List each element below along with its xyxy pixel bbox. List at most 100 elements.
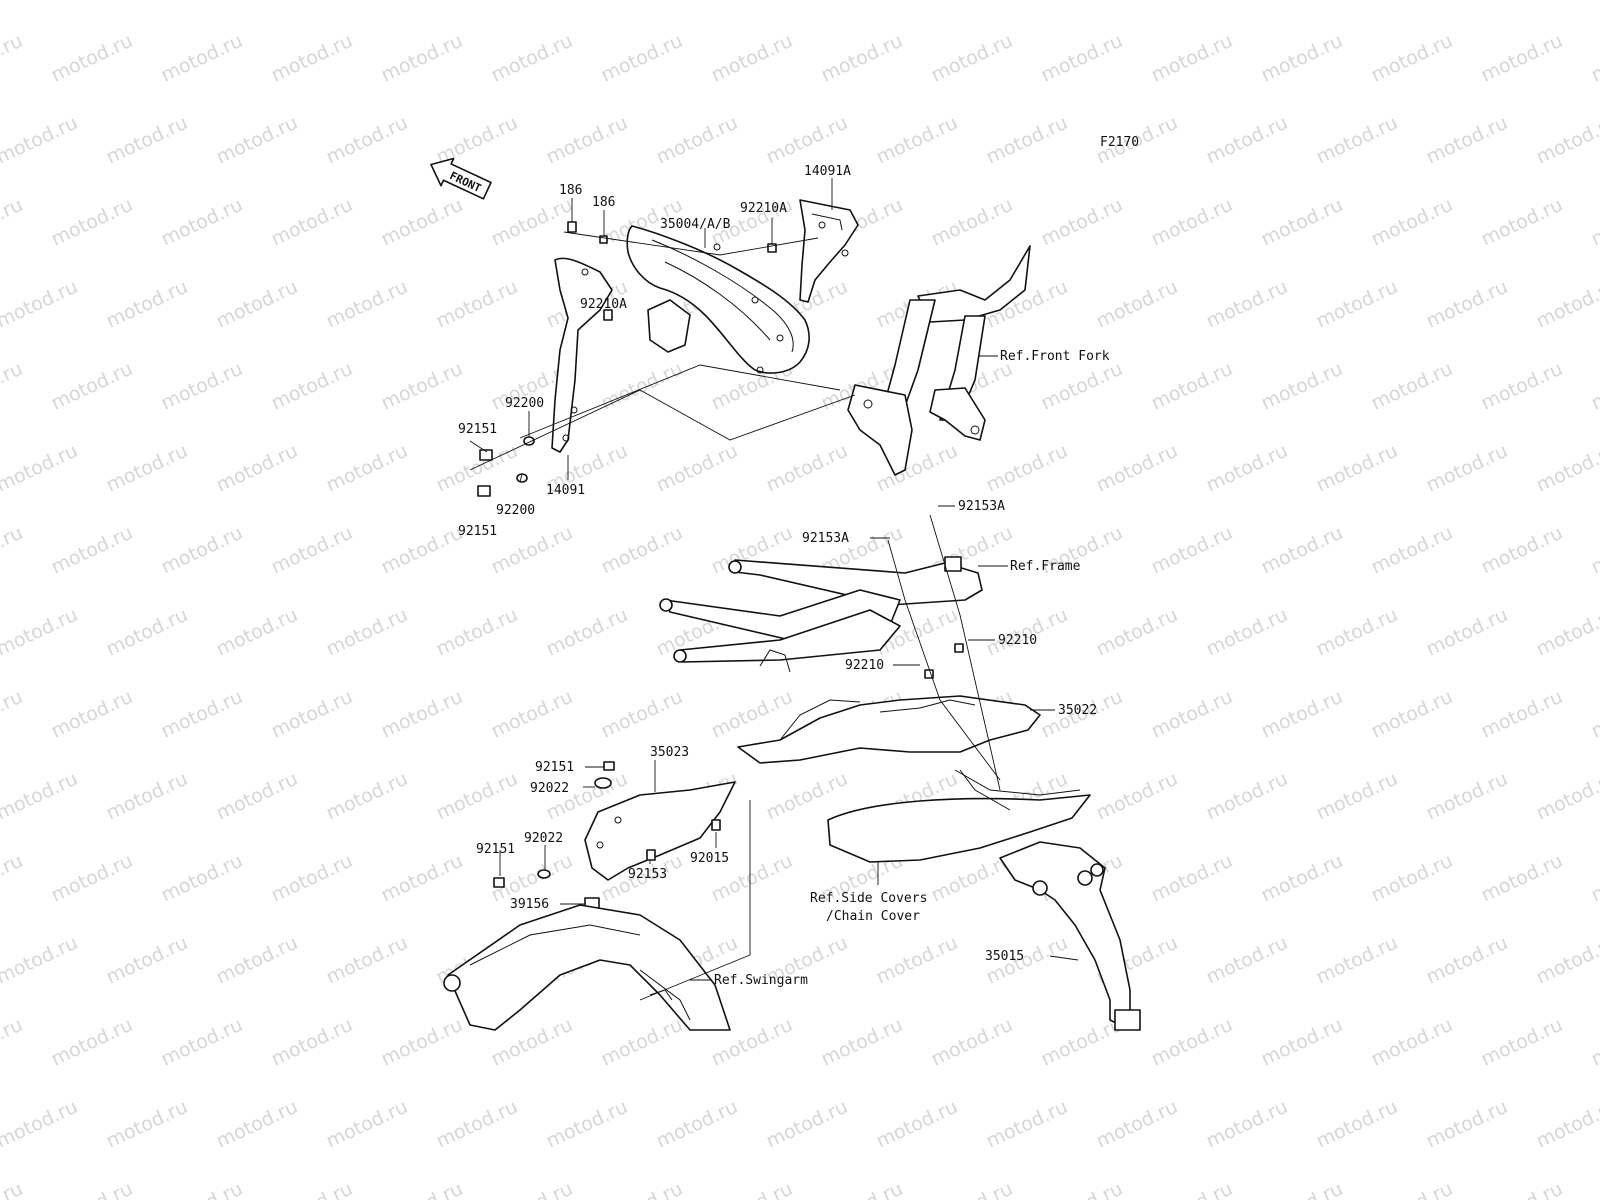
part-labels: 186 186 35004/A/B 92210A 14091A 92210A R… xyxy=(458,164,1110,988)
label-92153A-right: 92153A xyxy=(958,499,1005,514)
watermark-text: motod.ru xyxy=(48,194,136,251)
watermark-text: motod.ru xyxy=(543,0,631,5)
watermark-text: motod.ru xyxy=(0,604,81,661)
label-92022-lower: 92022 xyxy=(524,831,563,846)
tail-cowl xyxy=(827,769,1091,863)
watermark-text: motod.ru xyxy=(1258,358,1346,415)
watermark-text: motod.ru xyxy=(1423,932,1511,989)
watermark-text: motod.ru xyxy=(1368,358,1456,415)
watermark-text: motod.ru xyxy=(433,604,521,661)
watermark-text: motod.ru xyxy=(488,30,576,87)
watermark-text: motod.ru xyxy=(0,1096,81,1153)
watermark-text: motod.ru xyxy=(1313,604,1401,661)
watermark-text: motod.ru xyxy=(323,0,411,5)
watermark-text: motod.ru xyxy=(983,440,1071,497)
rear-frame xyxy=(659,556,983,673)
watermark-text: motod.ru xyxy=(983,1096,1071,1153)
watermark-text: motod.ru xyxy=(0,194,26,251)
watermark-text: motod.ru xyxy=(1258,522,1346,579)
label-92210-right: 92210 xyxy=(998,633,1037,648)
watermark-text: motod.ru xyxy=(1368,522,1456,579)
watermark-text: motod.ru xyxy=(488,1178,576,1200)
watermark-text: motod.ru xyxy=(1588,522,1600,579)
watermark-text: motod.ru xyxy=(323,604,411,661)
label-14091A: 14091A xyxy=(804,164,851,179)
watermark-text: motod.ru xyxy=(983,112,1071,169)
watermark-text: motod.ru xyxy=(158,850,246,907)
label-35015: 35015 xyxy=(985,949,1024,964)
watermark-text: motod.ru xyxy=(1148,850,1236,907)
watermark-text: motod.ru xyxy=(1148,358,1236,415)
watermark-text: motod.ru xyxy=(1368,1178,1456,1200)
label-39156: 39156 xyxy=(510,897,549,912)
watermark-text: motod.ru xyxy=(103,440,191,497)
watermark-text: motod.ru xyxy=(213,112,301,169)
watermark-text: motod.ru xyxy=(1203,604,1291,661)
watermark-text: motod.ru xyxy=(1148,30,1236,87)
watermark-text: motod.ru xyxy=(213,604,301,661)
watermark-text: motod.ru xyxy=(1588,30,1600,87)
label-92210A-mid: 92210A xyxy=(580,297,627,312)
watermark-text: motod.ru xyxy=(1478,850,1566,907)
watermark-text: motod.ru xyxy=(378,1178,466,1200)
watermark-text: motod.ru xyxy=(48,522,136,579)
watermark-text: motod.ru xyxy=(378,850,466,907)
watermark-text: motod.ru xyxy=(1203,1096,1291,1153)
watermark-text: motod.ru xyxy=(268,850,356,907)
watermark-text: motod.ru xyxy=(1258,1178,1346,1200)
watermark-text: motod.ru xyxy=(1478,1014,1566,1071)
watermark-text: motod.ru xyxy=(1203,0,1291,5)
watermark-text: motod.ru xyxy=(1478,522,1566,579)
watermark-text: motod.ru xyxy=(1533,440,1600,497)
watermark-text: motod.ru xyxy=(1588,686,1600,743)
watermark-text: motod.ru xyxy=(48,1178,136,1200)
watermark-text: motod.ru xyxy=(1533,276,1600,333)
watermark-text: motod.ru xyxy=(433,768,521,825)
watermark-text: motod.ru xyxy=(543,1096,631,1153)
watermark-text: motod.ru xyxy=(378,30,466,87)
watermark-text: motod.ru xyxy=(1533,932,1600,989)
watermark-text: motod.ru xyxy=(1313,112,1401,169)
label-ref-swingarm: Ref.Swingarm xyxy=(714,973,808,988)
watermark-text: motod.ru xyxy=(1148,1014,1236,1071)
watermark-text: motod.ru xyxy=(0,440,81,497)
watermark-text: motod.ru xyxy=(1423,112,1511,169)
diagram-code: F2170 xyxy=(1100,135,1139,150)
watermark-text: motod.ru xyxy=(1258,30,1346,87)
label-186-b: 186 xyxy=(592,195,615,210)
watermark-text: motod.ru xyxy=(653,440,741,497)
watermark-text: motod.ru xyxy=(1148,686,1236,743)
swingarm xyxy=(443,904,731,1031)
watermark-text: motod.ru xyxy=(323,1096,411,1153)
watermark-text: motod.ru xyxy=(1423,1096,1511,1153)
watermark-text: motod.ru xyxy=(0,0,81,5)
watermark-text: motod.ru xyxy=(268,30,356,87)
watermark-text: motod.ru xyxy=(0,276,81,333)
watermark-text: motod.ru xyxy=(488,194,576,251)
watermark-text: motod.ru xyxy=(48,850,136,907)
watermark-text: motod.ru xyxy=(213,440,301,497)
watermark-text: motod.ru xyxy=(1478,194,1566,251)
label-35023: 35023 xyxy=(650,745,689,760)
watermark-text: motod.ru xyxy=(158,30,246,87)
rear-inner-fender xyxy=(737,643,1041,764)
label-ref-chain-cover: /Chain Cover xyxy=(826,909,920,924)
watermark-text: motod.ru xyxy=(0,686,26,743)
label-92153A-left: 92153A xyxy=(802,531,849,546)
watermark-text: motod.ru xyxy=(1478,358,1566,415)
label-ref-frame: Ref.Frame xyxy=(1010,559,1081,574)
leader-lines xyxy=(469,178,1079,1001)
watermark-text: motod.ru xyxy=(1423,276,1511,333)
watermark-text: motod.ru xyxy=(103,768,191,825)
fender-bracket xyxy=(551,257,613,453)
watermark-text: motod.ru xyxy=(763,112,851,169)
watermark-text: motod.ru xyxy=(323,932,411,989)
watermark-text: motod.ru xyxy=(1423,0,1511,5)
watermark-text: motod.ru xyxy=(103,112,191,169)
watermark-text: motod.ru xyxy=(488,686,576,743)
watermark-text: motod.ru xyxy=(378,358,466,415)
watermark-text: motod.ru xyxy=(653,112,741,169)
watermark-text: motod.ru xyxy=(1533,768,1600,825)
watermark-text: motod.ru xyxy=(378,1014,466,1071)
